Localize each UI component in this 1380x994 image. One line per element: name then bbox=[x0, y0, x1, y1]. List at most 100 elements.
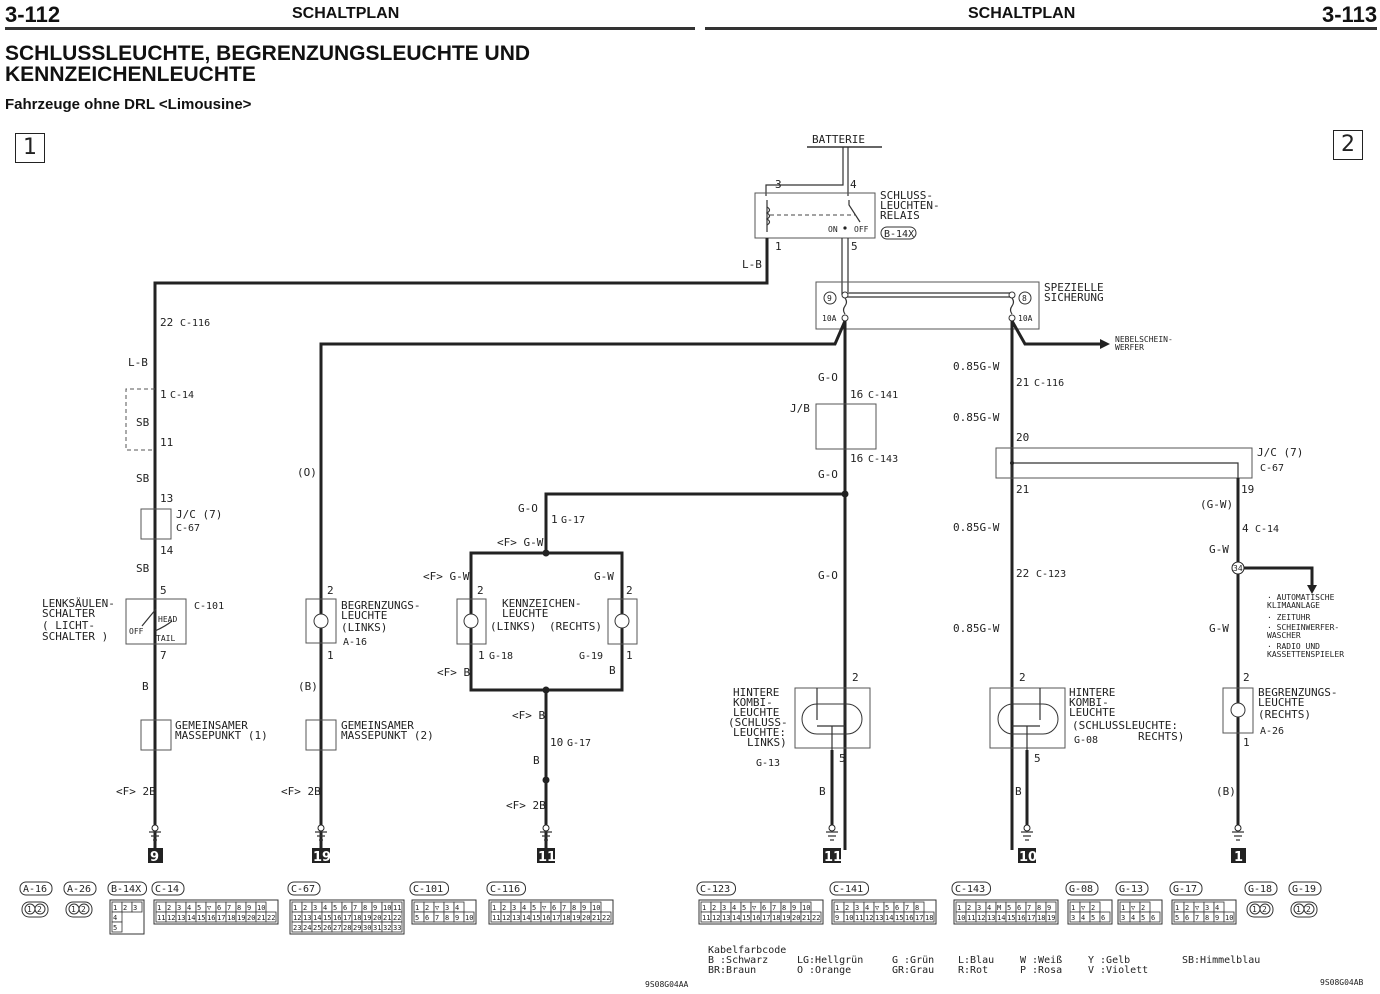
wire-lb: L-B bbox=[128, 356, 148, 369]
svg-text:6: 6 bbox=[217, 904, 221, 912]
wire-085gw-1: 0.85G-W bbox=[953, 360, 1000, 373]
svg-text:▽: ▽ bbox=[435, 904, 440, 912]
pin-1: 1 bbox=[160, 388, 167, 401]
relay-label-1: SCHLUSS- bbox=[880, 189, 933, 202]
conn-c116: C-116 bbox=[1034, 378, 1064, 389]
relay-coil-icon bbox=[765, 206, 771, 226]
svg-text:11: 11 bbox=[967, 914, 975, 922]
svg-text:21: 21 bbox=[257, 914, 265, 922]
pin-5: 5 bbox=[839, 752, 846, 765]
page-title-line2: KENNZEICHENLEUCHTE bbox=[5, 63, 256, 86]
svg-text:10: 10 bbox=[592, 904, 600, 912]
relay-label-2: LEUCHTEN- bbox=[880, 199, 940, 212]
dest-3b: WASCHER bbox=[1267, 631, 1301, 640]
relay-pin-1: 1 bbox=[775, 240, 782, 253]
svg-text:9: 9 bbox=[373, 904, 377, 912]
svg-text:19: 19 bbox=[1047, 914, 1055, 922]
wire-gw-3: G-W bbox=[1209, 622, 1229, 635]
svg-text:15: 15 bbox=[197, 914, 205, 922]
svg-text:6: 6 bbox=[1101, 914, 1105, 922]
wire-b: B bbox=[533, 754, 540, 767]
svg-text:17: 17 bbox=[217, 914, 225, 922]
jc7-label: J/C (7) bbox=[1257, 446, 1303, 459]
svg-text:1: 1 bbox=[157, 904, 161, 912]
svg-text:13: 13 bbox=[177, 914, 185, 922]
junction-block-label: J/B bbox=[790, 402, 810, 415]
svg-text:1: 1 bbox=[957, 904, 961, 912]
svg-text:9: 9 bbox=[792, 904, 796, 912]
svg-text:7: 7 bbox=[772, 904, 776, 912]
svg-text:3: 3 bbox=[977, 904, 981, 912]
side-lamp-right-box bbox=[1222, 687, 1254, 734]
ground-icon-19 bbox=[315, 824, 327, 841]
license-lamp-label-2: LEUCHTE bbox=[502, 607, 548, 620]
svg-text:6: 6 bbox=[425, 914, 429, 922]
svg-text:22: 22 bbox=[393, 914, 401, 922]
conn-c14: C-14 bbox=[170, 390, 194, 401]
svg-text:5: 5 bbox=[742, 904, 746, 912]
wire-f2b: <F> 2B bbox=[506, 799, 546, 812]
svg-text:15: 15 bbox=[323, 914, 331, 922]
pin-2: 2 bbox=[852, 671, 859, 684]
figure-code-left: 9S08G04AA bbox=[645, 980, 689, 989]
svg-text:12: 12 bbox=[167, 914, 175, 922]
svg-text:4: 4 bbox=[865, 904, 869, 912]
svg-text:12: 12 bbox=[502, 914, 510, 922]
pin-1: 1 bbox=[1243, 736, 1250, 749]
svg-text:24: 24 bbox=[303, 924, 311, 932]
header-rule-right bbox=[705, 27, 1377, 30]
svg-text:8: 8 bbox=[445, 914, 449, 922]
svg-text:1: 1 bbox=[1121, 904, 1125, 912]
fog-label-1: NEBELSCHEIN- bbox=[1115, 335, 1173, 344]
svg-text:10: 10 bbox=[1225, 914, 1233, 922]
svg-text:16: 16 bbox=[542, 914, 550, 922]
section-title-right: SCHALTPLAN bbox=[968, 5, 1076, 22]
tail-relay-box bbox=[754, 192, 876, 239]
fuse-8-number: 8 bbox=[1022, 294, 1027, 303]
dest-1: · AUTOMATISCHE bbox=[1267, 593, 1335, 602]
svg-text:1: 1 bbox=[1252, 905, 1257, 914]
svg-text:16: 16 bbox=[752, 914, 760, 922]
svg-text:4: 4 bbox=[1081, 914, 1085, 922]
svg-text:17: 17 bbox=[762, 914, 770, 922]
svg-text:15: 15 bbox=[1007, 914, 1015, 922]
battery-label: BATTERIE bbox=[812, 133, 865, 146]
svg-text:7: 7 bbox=[227, 904, 231, 912]
conn-c14: C-14 bbox=[1255, 524, 1279, 535]
svg-text:7: 7 bbox=[353, 904, 357, 912]
svg-text:▽: ▽ bbox=[1195, 904, 1200, 912]
conn-g17: G-17 bbox=[567, 738, 591, 749]
svg-text:▽: ▽ bbox=[1081, 904, 1086, 912]
pin-21: 21 bbox=[1016, 376, 1029, 389]
svg-text:17: 17 bbox=[552, 914, 560, 922]
svg-text:4: 4 bbox=[1131, 914, 1135, 922]
svg-text:6: 6 bbox=[1017, 904, 1021, 912]
svg-text:8: 8 bbox=[782, 904, 786, 912]
fuse-label-2: SICHERUNG bbox=[1044, 291, 1104, 304]
svg-text:10: 10 bbox=[957, 914, 965, 922]
svg-text:21: 21 bbox=[592, 914, 600, 922]
fuse-8-rating: 10A bbox=[1018, 314, 1033, 323]
ground-point-1-label-2: MASSEPUNKT (1) bbox=[175, 729, 268, 742]
ground-icon-1 bbox=[1232, 824, 1244, 841]
pin-2-right: 2 bbox=[626, 584, 633, 597]
wire-085gw-2: 0.85G-W bbox=[953, 411, 1000, 424]
switch-tail: TAIL bbox=[156, 634, 175, 643]
pin-2: 2 bbox=[327, 584, 334, 597]
sb-dashed-box bbox=[125, 388, 155, 451]
color-gr: GR:Grau bbox=[892, 965, 935, 976]
svg-text:3: 3 bbox=[313, 904, 317, 912]
relay-on-label: ON bbox=[828, 225, 838, 234]
svg-text:10: 10 bbox=[383, 904, 391, 912]
svg-text:19: 19 bbox=[572, 914, 580, 922]
wire-sb-2: SB bbox=[136, 472, 150, 485]
fuse-9-number: 9 bbox=[827, 294, 832, 303]
switch-label-1: LENKSÄULEN- bbox=[42, 597, 115, 610]
conn-c116: C-116 bbox=[180, 318, 210, 329]
color-code-title: Kabelfarbcode bbox=[708, 945, 787, 956]
ground-point-1-box bbox=[140, 719, 172, 751]
connector-id: C-141 bbox=[833, 884, 863, 895]
